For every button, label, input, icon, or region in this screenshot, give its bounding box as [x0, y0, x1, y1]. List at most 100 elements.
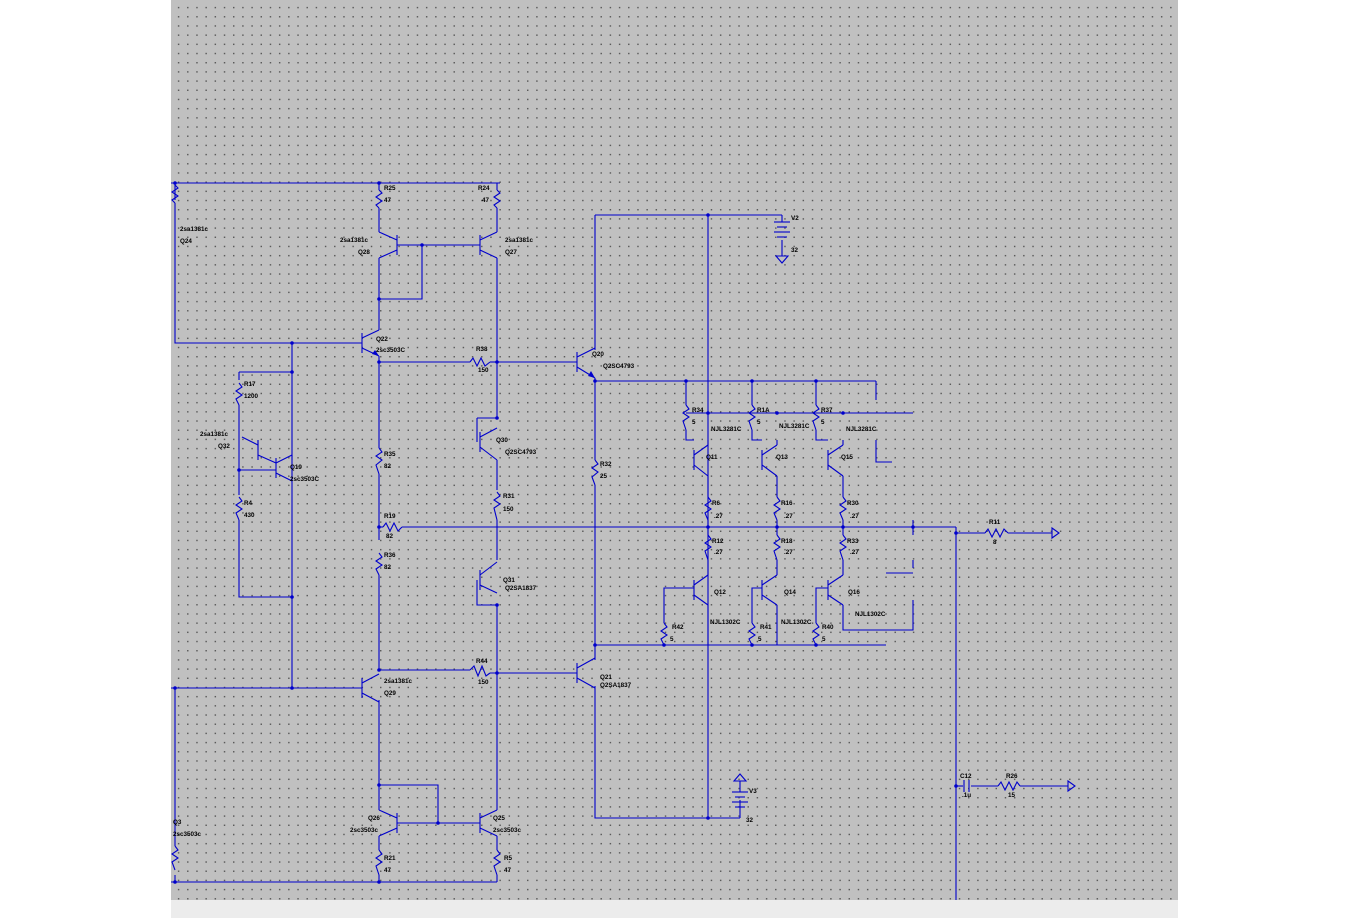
transistor-q29[interactable] — [361, 673, 380, 703]
transistor-q14[interactable] — [761, 574, 778, 606]
label-q22-ref: Q22 — [376, 336, 388, 343]
resistor-r24[interactable] — [493, 189, 501, 209]
transistor-q22[interactable] — [361, 329, 380, 357]
junction-dots — [173, 181, 958, 884]
label-r19-ref: R19 — [384, 513, 396, 520]
resistor-r16[interactable] — [773, 496, 781, 521]
label-r17-ref: R17 — [244, 381, 256, 388]
label-r18-ref: R18 — [781, 538, 793, 545]
transistor-q30[interactable] — [476, 418, 498, 461]
resistor-r44[interactable] — [469, 664, 491, 678]
transistor-q21[interactable] — [576, 657, 596, 689]
resistor-r42[interactable] — [660, 622, 668, 646]
label-r37-ref: R37 — [821, 407, 833, 414]
label-q26-ref: Q26 — [368, 815, 380, 822]
label-r6-ref: R6 — [712, 500, 721, 507]
label-v2-value: 32 — [791, 247, 799, 254]
resistor-r5[interactable] — [171, 845, 179, 871]
resistor-r34[interactable] — [682, 404, 690, 431]
resistor-r23[interactable] — [375, 849, 383, 876]
label-r35-value: 82 — [384, 463, 392, 470]
transistor-q27[interactable] — [479, 231, 498, 259]
source-v2[interactable] — [774, 221, 790, 264]
resistor-r12[interactable] — [704, 534, 712, 561]
label-q15-ref: Q15 — [841, 454, 853, 461]
label-r26-ref: R26 — [1006, 773, 1018, 780]
label-q29-part: 2sa1381c — [384, 678, 413, 685]
resistor-r35[interactable] — [375, 447, 383, 475]
label-r41-value: 5 — [758, 636, 762, 643]
resistor-r25[interactable] — [375, 189, 383, 209]
label-q30-part: Q2SC4793 — [505, 449, 537, 456]
resistor-r21[interactable] — [493, 849, 501, 876]
label-q14-part: NJL1302C — [781, 619, 812, 626]
resistor-r26[interactable] — [997, 780, 1021, 792]
resistor-symbols — [171, 184, 1021, 876]
capacitor-c12[interactable] — [963, 780, 970, 792]
resistor-r6[interactable] — [704, 496, 712, 521]
label-q12-part: NJL1302C — [710, 619, 741, 626]
label-r44-value: 150 — [478, 679, 489, 686]
label-r21-ref: R5 — [504, 855, 513, 862]
resistor-r4[interactable] — [235, 496, 243, 521]
transistor-q11[interactable] — [693, 444, 709, 477]
schematic-canvas[interactable] — [171, 0, 1178, 900]
transistor-q12[interactable] — [693, 574, 709, 606]
label-q25-ref: Q25 — [493, 815, 505, 822]
resistor-r32[interactable] — [591, 459, 599, 486]
label-r34-value: 5 — [692, 419, 696, 426]
label-r30-value: .27 — [850, 513, 859, 520]
resistor-r38[interactable] — [469, 356, 491, 368]
transistor-q13[interactable] — [761, 444, 778, 477]
label-q14-ref: Q14 — [784, 589, 796, 596]
transistor-q20[interactable] — [576, 347, 596, 379]
resistor-r19[interactable] — [382, 521, 403, 533]
transistor-q19[interactable] — [275, 454, 293, 482]
transistor-symbols — [174, 203, 844, 846]
label-q31-ref: Q31 — [503, 577, 515, 584]
label-r18-value: .27 — [784, 549, 793, 556]
output-flag-r26[interactable] — [1067, 779, 1076, 793]
resistor-r37[interactable] — [812, 404, 820, 431]
output-flag-r11[interactable] — [1051, 526, 1060, 540]
resistor-r1a[interactable] — [748, 404, 756, 431]
label-r12-ref: R12 — [712, 538, 724, 545]
label-c12-value: .1u — [962, 792, 971, 799]
label-r21-value: 47 — [504, 867, 512, 874]
transistor-q16[interactable] — [827, 574, 844, 606]
resistor-r36[interactable] — [375, 552, 383, 576]
transistor-q28[interactable] — [378, 231, 398, 259]
label-r31-value: 150 — [503, 506, 514, 513]
source-v3[interactable] — [732, 773, 748, 808]
label-q13-ref: Q13 — [776, 454, 788, 461]
transistor-q26[interactable] — [378, 809, 398, 837]
label-q12-ref: Q12 — [714, 589, 726, 596]
transistor-q15[interactable] — [827, 444, 844, 477]
resistor-r-left-top[interactable] — [171, 184, 179, 204]
transistor-q25[interactable] — [479, 809, 498, 837]
label-c12-ref: C12 — [960, 773, 972, 780]
resistor-r31[interactable] — [493, 491, 501, 521]
label-r34-ref: R34 — [692, 407, 704, 414]
label-q31-part: Q2SA1837 — [505, 585, 537, 592]
transistor-q31[interactable] — [479, 561, 498, 594]
label-r26-value: 15 — [1008, 792, 1016, 799]
label-r32-ref: R32 — [600, 461, 612, 468]
resistor-r40[interactable] — [812, 622, 820, 646]
transistor-q32[interactable] — [241, 436, 277, 464]
label-r11-ref: R11 — [989, 519, 1001, 526]
label-q19-ref: Q19 — [290, 464, 302, 471]
label-r17-value: 1200 — [244, 393, 259, 400]
resistor-r41[interactable] — [748, 622, 756, 646]
label-q11-ref: Q11 — [706, 454, 718, 461]
label-r32-value: 25 — [600, 473, 608, 480]
resistor-r17[interactable] — [235, 382, 243, 406]
resistor-r11[interactable] — [984, 527, 1009, 539]
resistor-r30[interactable] — [839, 496, 847, 521]
label-r1a-ref: R1A — [757, 407, 770, 414]
label-r41-ref: R41 — [760, 624, 772, 631]
resistor-r18[interactable] — [773, 534, 781, 561]
resistor-r33[interactable] — [839, 534, 847, 561]
label-q25-part: 2sc3503c — [493, 827, 522, 834]
